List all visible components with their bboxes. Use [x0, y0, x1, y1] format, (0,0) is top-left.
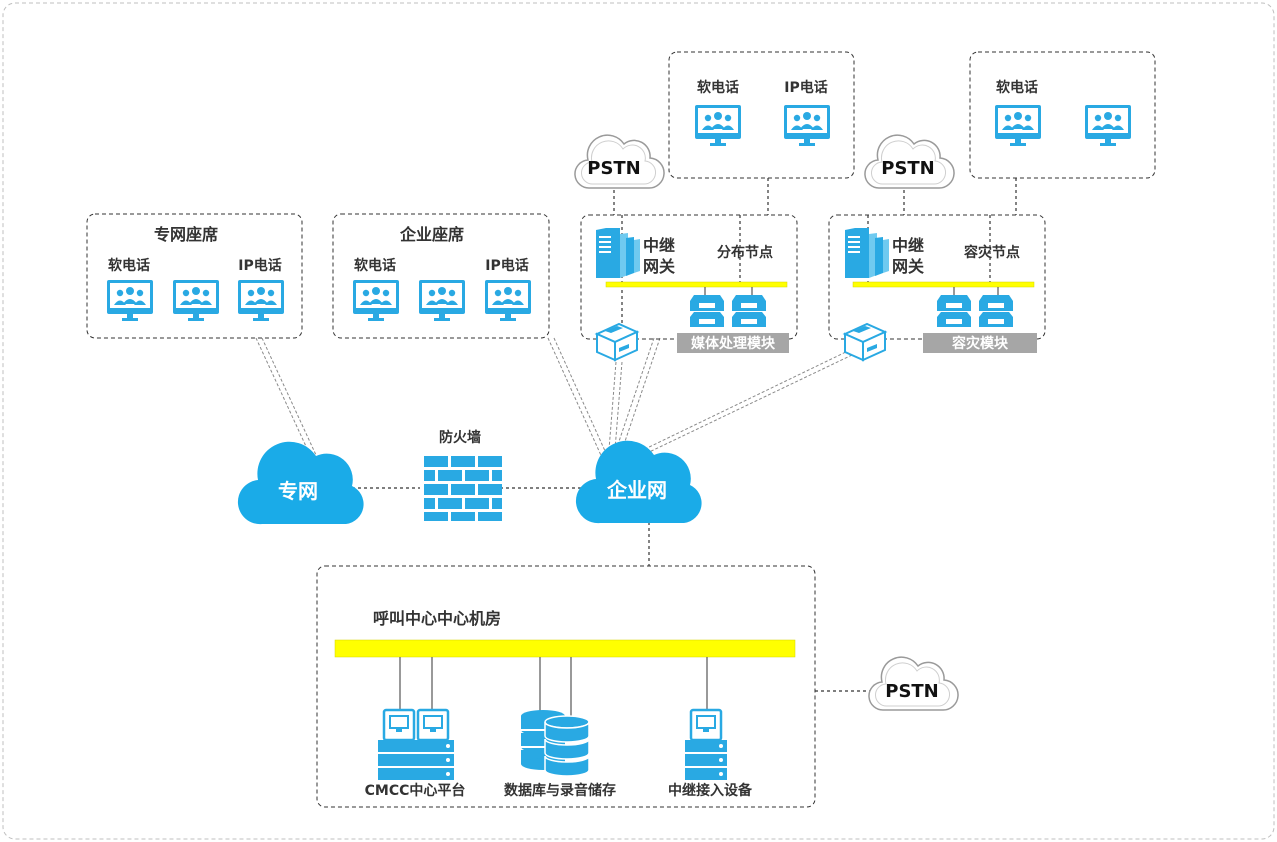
- qiye-agent-group: 企业座席 软电话 IP电话: [332, 213, 550, 339]
- database-stack-icon: [521, 710, 590, 777]
- media-module-icon: [732, 295, 766, 327]
- server-rack-icon: [596, 228, 640, 278]
- dr-module-label: 容灾模块: [951, 335, 1009, 352]
- ip-phone-label: IP电话: [485, 257, 528, 274]
- trunk-gateway-label: 中继: [892, 236, 924, 255]
- top-phone-group-2: 软电话: [969, 51, 1156, 179]
- ip-phone-label: IP电话: [238, 257, 281, 274]
- soft-phone-label: 软电话: [697, 79, 739, 96]
- soft-phone-label: 软电话: [108, 257, 150, 274]
- media-module-label: 媒体处理模块: [690, 335, 776, 352]
- connection-lines: [255, 178, 1017, 692]
- soft-phone-label: 软电话: [354, 257, 396, 274]
- dr-node-group: 中继 网关 容灾节点 容灾模块: [828, 214, 1046, 361]
- pstn-cloud-3: PSTN: [868, 656, 959, 711]
- pstn-cloud-1: PSTN: [574, 134, 665, 189]
- media-module-icon: [979, 295, 1013, 327]
- pstn-label: PSTN: [885, 681, 939, 702]
- pstn-label: PSTN: [881, 158, 935, 179]
- soft-phone-label: 软电话: [996, 79, 1038, 96]
- ip-phone-label: IP电话: [784, 79, 827, 96]
- zhuanwang-cloud: 专网: [237, 441, 364, 525]
- network-device-icon: [844, 323, 886, 361]
- top-phone-group-1: 软电话 IP电话: [668, 51, 855, 179]
- distributed-node-group: 中继 网关 分布节点 媒体处理模块: [580, 214, 798, 361]
- trunk-gateway-label: 网关: [643, 257, 675, 276]
- zhuanwang-group-title: 专网座席: [154, 225, 218, 244]
- dr-module-bar: [923, 333, 1037, 353]
- server-rack-icon: [845, 228, 889, 278]
- server-rack-icon: [683, 708, 729, 782]
- qiye-cloud: 企业网: [575, 440, 702, 524]
- trunk-gateway-label: 网关: [892, 257, 924, 276]
- qiye-group-title: 企业座席: [399, 225, 464, 244]
- firewall-brick-icon: [424, 456, 502, 521]
- network-device-icon: [596, 323, 638, 361]
- call-center-room-title: 呼叫中心中心机房: [373, 609, 501, 628]
- media-module-bar: [677, 333, 789, 353]
- trunk-gateway-label: 中继: [643, 236, 675, 255]
- call-center-room: 呼叫中心中心机房 CMCC中心平台: [316, 565, 816, 808]
- dr-node-label: 容灾节点: [963, 244, 1020, 261]
- zhuanwang-cloud-label: 专网: [278, 479, 318, 503]
- room-bus-bar: [334, 639, 796, 658]
- media-module-icon: [690, 295, 724, 327]
- node-bus-bar: [852, 281, 1035, 288]
- pstn-label: PSTN: [587, 158, 641, 179]
- server-rack-icon: [410, 708, 456, 782]
- qiye-cloud-label: 企业网: [606, 478, 667, 502]
- cmcc-platform-label: CMCC中心平台: [365, 782, 466, 799]
- distributed-node-label: 分布节点: [717, 244, 773, 261]
- firewall: 防火墙: [424, 429, 502, 521]
- firewall-label: 防火墙: [439, 429, 481, 446]
- pstn-cloud-2: PSTN: [864, 134, 955, 189]
- zhuanwang-agent-group: 专网座席 软电话 IP电话: [86, 213, 303, 339]
- trunk-access-label: 中继接入设备: [668, 782, 753, 799]
- database-storage-label: 数据库与录音储存: [504, 782, 616, 799]
- media-module-icon: [937, 295, 971, 327]
- node-bus-bar: [605, 281, 788, 288]
